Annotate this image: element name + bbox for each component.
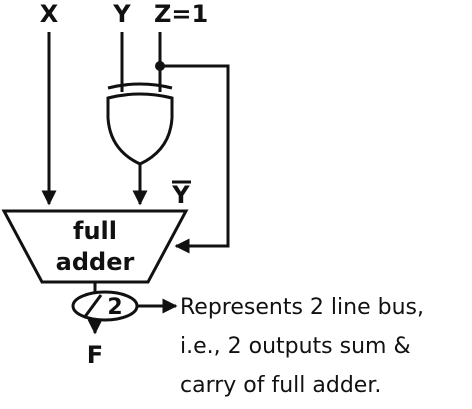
full-adder-block (1, 209, 189, 284)
bus-slash (82, 294, 103, 319)
bus-note-line-2: i.e., 2 outputs sum & (180, 334, 411, 359)
output-f-label: F (87, 341, 103, 369)
adder-label-line2: adder (56, 248, 135, 276)
bus-note-line-1: Represents 2 line bus, (180, 295, 424, 320)
adder-label-line1: full (73, 217, 117, 245)
bus-note-line-3: carry of full adder. (180, 373, 381, 398)
xor-gate (106, 82, 174, 166)
carry-in-wire (160, 64, 230, 254)
input-z-label: Z=1 (154, 0, 208, 28)
bus-width-label: 2 (107, 295, 122, 320)
input-y-label: Y (112, 0, 131, 28)
input-x-label: X (40, 0, 59, 28)
bus-width-ellipse (71, 290, 139, 322)
y-bar-label: Y (171, 181, 190, 209)
